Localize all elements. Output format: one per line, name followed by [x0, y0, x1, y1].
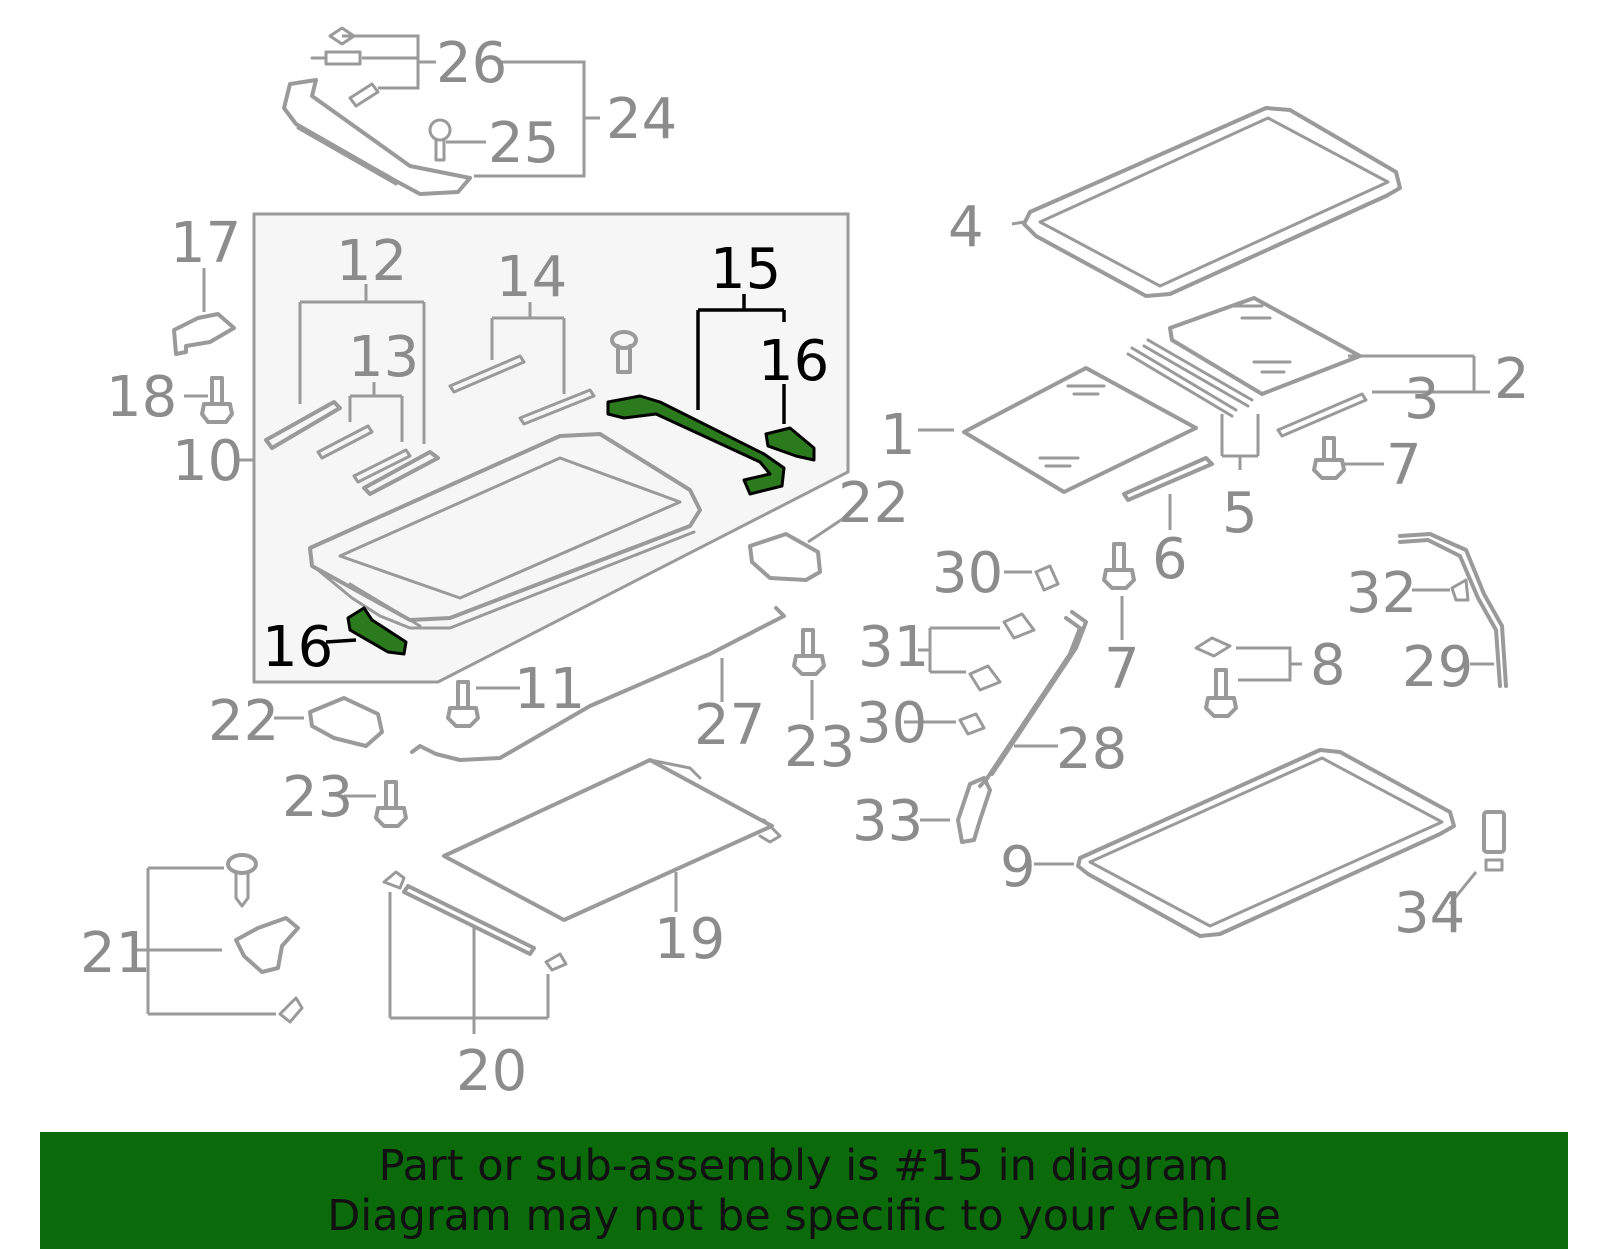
- callout-32: 32: [1346, 561, 1417, 626]
- callout-20: 20: [456, 1039, 527, 1104]
- info-banner: Part or sub-assembly is #15 in diagram D…: [40, 1132, 1568, 1249]
- connector-34-part: [1482, 810, 1506, 872]
- rail-13a: [316, 424, 374, 460]
- callout-14: 14: [496, 245, 567, 310]
- callout-23-left: 23: [282, 765, 353, 830]
- callout-16-bottom: 16: [262, 615, 333, 680]
- guide-16a-part: [764, 426, 816, 462]
- seal-4: [1022, 106, 1402, 298]
- callout-22-top: 22: [838, 471, 909, 536]
- callout-7-center: 7: [1104, 637, 1140, 702]
- callout-6: 6: [1152, 527, 1188, 592]
- glass-panel-2: [1168, 296, 1362, 396]
- callout-34: 34: [1394, 881, 1465, 946]
- callout-25: 25: [488, 111, 559, 176]
- glass-panel-1: [962, 366, 1198, 494]
- rail-5a: [1126, 346, 1238, 418]
- callout-7-right: 7: [1386, 433, 1422, 498]
- screw-21-part: [226, 853, 258, 908]
- rail-5b: [1142, 338, 1254, 408]
- bolt-8-part: [1204, 668, 1238, 718]
- rail-14b: [518, 388, 596, 426]
- sunroof-housing-part: [308, 432, 702, 630]
- guide-16b-part: [346, 606, 408, 656]
- clip-30b-part: [958, 712, 986, 736]
- callout-13: 13: [348, 325, 419, 390]
- screw-part: [610, 330, 638, 374]
- callout-8: 8: [1310, 633, 1346, 698]
- trim-panel-part: [282, 26, 472, 196]
- weatherstrip-3: [1276, 392, 1368, 438]
- clip-30a-part: [1034, 564, 1060, 592]
- bolt-7a-part: [1312, 436, 1346, 480]
- bolt-23a-part: [792, 628, 826, 676]
- rail-13b: [352, 448, 412, 484]
- strip-6: [1122, 456, 1214, 502]
- callout-10: 10: [172, 429, 243, 494]
- callout-30-top: 30: [932, 541, 1003, 606]
- seal-9: [1076, 748, 1456, 938]
- cable-27-part: [410, 606, 786, 762]
- callout-19: 19: [654, 907, 725, 972]
- bolt-18-part: [200, 376, 234, 424]
- callout-22-left: 22: [208, 689, 279, 754]
- clip-32-part: [1450, 578, 1470, 602]
- callout-12: 12: [336, 229, 407, 294]
- block-22b-part: [308, 696, 384, 748]
- bolt-7b-part: [1102, 542, 1136, 590]
- callout-4: 4: [948, 195, 984, 260]
- callout-31: 31: [858, 615, 929, 680]
- callout-24: 24: [606, 87, 677, 152]
- bracket-21-part: [234, 916, 300, 974]
- callout-1: 1: [880, 403, 916, 468]
- callout-27: 27: [694, 693, 765, 758]
- bolt-23b-part: [374, 780, 408, 828]
- clip-31b-part: [968, 664, 1002, 692]
- hose-29-part: [1398, 532, 1508, 688]
- rail-12b: [362, 450, 440, 496]
- bracket-part: [172, 312, 236, 356]
- clip-31a-part: [1002, 612, 1036, 640]
- clip-21-part: [278, 996, 304, 1024]
- callout-2: 2: [1494, 347, 1530, 412]
- callout-28: 28: [1056, 717, 1127, 782]
- rail-14a: [448, 354, 526, 394]
- guide-15-part: [606, 394, 786, 496]
- leader-lines: [132, 34, 1494, 1034]
- callout-15: 15: [710, 237, 781, 302]
- callout-33: 33: [852, 789, 923, 854]
- banner-line-disclaimer: Diagram may not be specific to your vehi…: [327, 1190, 1281, 1241]
- callout-30-bottom: 30: [856, 691, 927, 756]
- callout-9: 9: [1000, 835, 1036, 900]
- callout-16-top: 16: [758, 329, 829, 394]
- rail-12a: [264, 400, 342, 450]
- clip-8-part: [1194, 636, 1232, 658]
- callout-5: 5: [1222, 481, 1258, 546]
- sunshade-19-part: [442, 758, 782, 922]
- callout-labels: 26 24 25 17 18 10 12 13 14 15 16 16 4 2 …: [80, 31, 1530, 1104]
- callout-23-center: 23: [784, 715, 855, 780]
- callout-11: 11: [514, 657, 585, 722]
- endcap-20a: [382, 870, 406, 890]
- callout-18: 18: [106, 365, 177, 430]
- bolt-11-part: [446, 680, 480, 728]
- strip-20-part: [402, 884, 536, 956]
- callout-26: 26: [436, 31, 507, 96]
- connector-33-part: [956, 776, 992, 844]
- callout-17: 17: [170, 211, 241, 276]
- block-22a-part: [748, 532, 822, 582]
- endcap-20b: [544, 952, 568, 972]
- callout-3: 3: [1404, 367, 1440, 432]
- callout-21: 21: [80, 921, 151, 986]
- callout-29: 29: [1402, 635, 1473, 700]
- banner-line-part: Part or sub-assembly is #15 in diagram: [378, 1140, 1230, 1191]
